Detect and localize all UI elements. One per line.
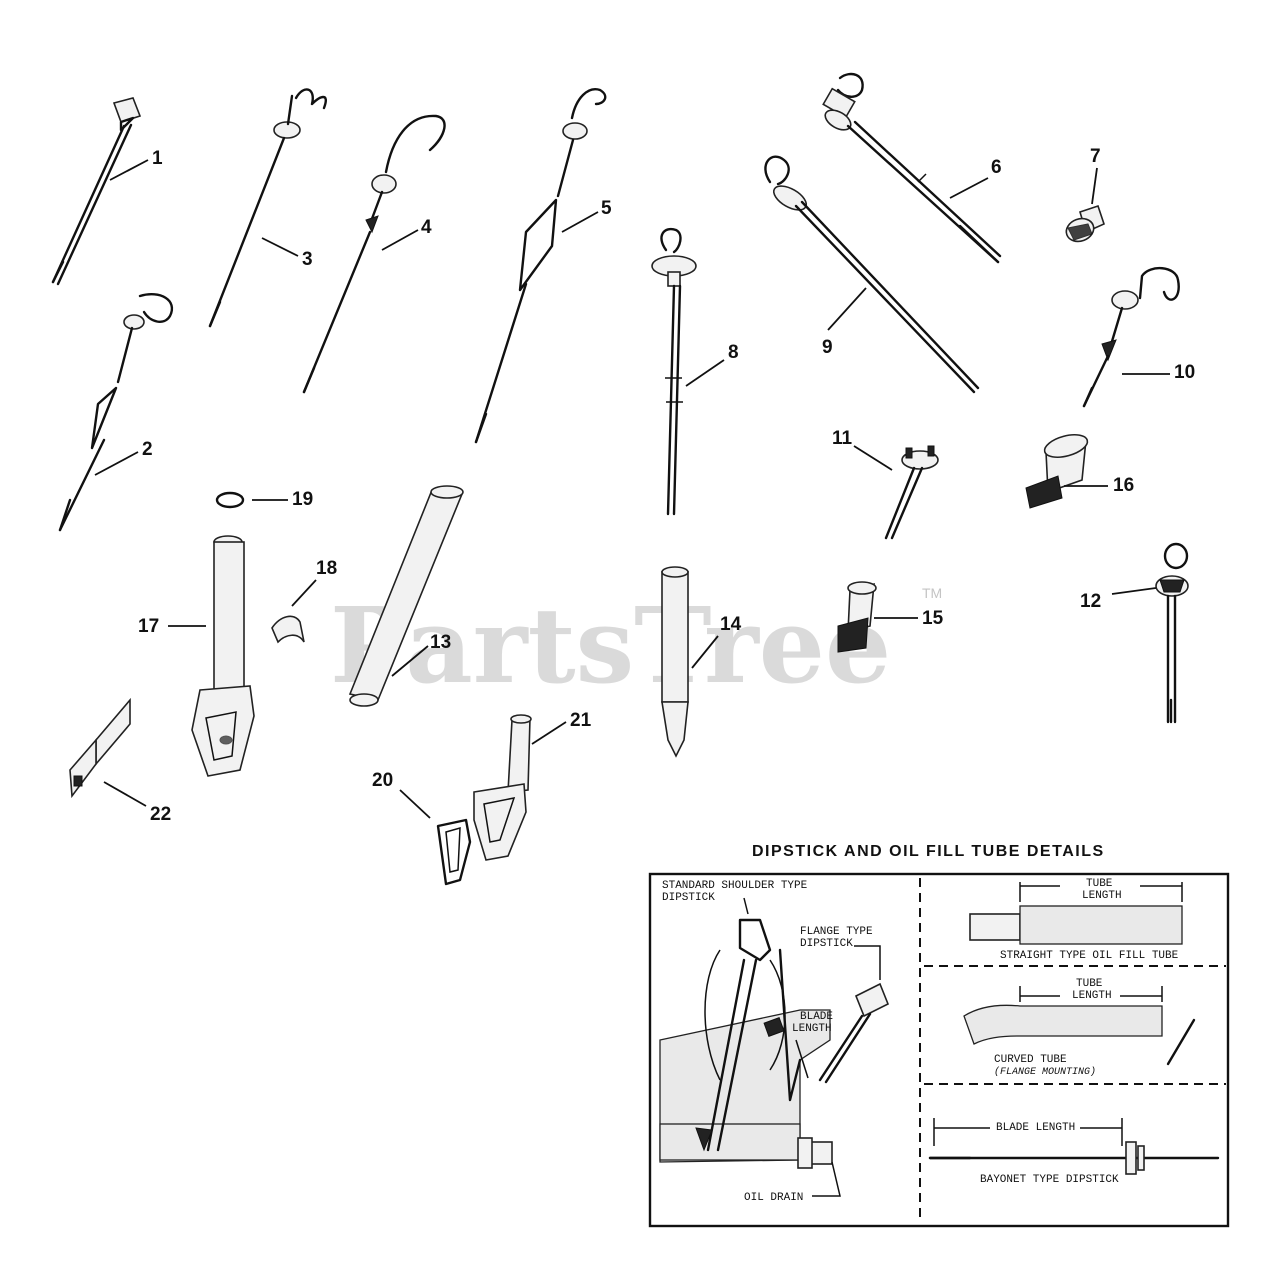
- curved-tube-label: CURVED TUBE: [994, 1054, 1067, 1066]
- callout-13: 13: [430, 632, 451, 653]
- oil-drain-label: OIL DRAIN: [744, 1192, 803, 1204]
- callout-4: 4: [421, 217, 432, 238]
- tube-length-2-label-a: TUBE: [1076, 978, 1103, 990]
- bayonet-dipstick-illustration: [928, 1118, 1220, 1175]
- blade-length-label-2: LENGTH: [792, 1023, 832, 1035]
- details-box: [648, 872, 1230, 1228]
- bayonet-dipstick-label: BAYONET TYPE DIPSTICK: [980, 1174, 1119, 1186]
- callout-5: 5: [601, 198, 612, 219]
- part-19-o-ring[interactable]: [215, 491, 245, 509]
- part-16-fill-cap[interactable]: [1025, 431, 1090, 509]
- callout-8: 8: [728, 342, 739, 363]
- tube-length-1-label-a: TUBE: [1086, 878, 1113, 890]
- callout-6: 6: [991, 157, 1002, 178]
- engine-section-illustration: [659, 918, 890, 1169]
- leader-11: [853, 445, 893, 471]
- callout-14: 14: [720, 614, 742, 635]
- part-8-dipstick[interactable]: [651, 227, 697, 516]
- part-13-oil-fill-tube[interactable]: [348, 485, 464, 707]
- leader-21: [531, 721, 567, 745]
- leader-4: [381, 229, 419, 251]
- part-9-dipstick[interactable]: [764, 155, 980, 394]
- tube-length-1-label-b: LENGTH: [1082, 890, 1122, 902]
- leader-13: [391, 645, 429, 677]
- callout-3: 3: [302, 249, 313, 270]
- oil-drain-leader: [812, 1161, 841, 1197]
- part-4-dipstick[interactable]: [302, 114, 446, 394]
- details-title: DIPSTICK AND OIL FILL TUBE DETAILS: [752, 843, 1105, 860]
- callout-20: 20: [372, 770, 393, 791]
- part-2-dipstick[interactable]: [58, 293, 174, 532]
- callout-7: 7: [1090, 146, 1101, 167]
- callout-11: 11: [832, 428, 853, 449]
- tube-length-2-label-b: LENGTH: [1072, 990, 1112, 1002]
- callout-9: 9: [822, 337, 833, 358]
- leader-1: [109, 159, 149, 181]
- curved-tube-illustration: [963, 986, 1196, 1066]
- callout-22: 22: [150, 804, 171, 825]
- part-21-curved-tube[interactable]: [473, 714, 532, 861]
- part-5-dipstick[interactable]: [474, 88, 607, 444]
- leader-7: [1091, 167, 1098, 205]
- leader-3: [261, 237, 299, 257]
- flange-dipstick-label-1: FLANGE TYPE: [800, 926, 873, 938]
- part-17-oil-fill-tube[interactable]: [191, 535, 255, 777]
- part-7-plug[interactable]: [1063, 204, 1105, 245]
- callout-10: 10: [1174, 362, 1195, 383]
- part-15-fill-cap[interactable]: [837, 581, 877, 653]
- leader-6: [949, 177, 989, 199]
- flange-dipstick-label-2: DIPSTICK: [800, 938, 853, 950]
- callout-1: 1: [152, 148, 163, 169]
- leader-5: [561, 211, 599, 233]
- blade-length-arrow: [795, 1039, 809, 1079]
- std-dipstick-leader: [743, 897, 749, 915]
- std-dipstick-label-1: STANDARD SHOULDER TYPE: [662, 880, 808, 892]
- part-11-dipstick[interactable]: [884, 445, 939, 540]
- callout-17: 17: [138, 616, 159, 637]
- callout-21: 21: [570, 710, 592, 731]
- straight-tube-illustration: [969, 882, 1183, 945]
- leader-20: [399, 789, 431, 819]
- flange-mounting-label: (FLANGE MOUNTING): [994, 1066, 1096, 1078]
- callout-2: 2: [142, 439, 153, 460]
- leader-12: [1111, 587, 1157, 595]
- leader-2: [94, 451, 139, 476]
- callout-19: 19: [292, 489, 313, 510]
- callout-15: 15: [922, 608, 944, 629]
- part-18-clip[interactable]: [271, 615, 305, 644]
- part-12-bayonet-dipstick[interactable]: [1155, 542, 1189, 724]
- part-1-dipstick[interactable]: [51, 97, 142, 286]
- leader-18: [291, 579, 317, 607]
- watermark: PartsTree: [330, 584, 891, 707]
- blade-length-label-1: BLADE: [800, 1011, 833, 1023]
- std-dipstick-label-2: DIPSTICK: [662, 892, 715, 904]
- part-10-dipstick[interactable]: [1082, 267, 1180, 408]
- part-6-dipstick[interactable]: [822, 72, 1002, 264]
- callout-12: 12: [1080, 591, 1101, 612]
- leader-22: [103, 781, 147, 807]
- part-14-oil-fill-tube[interactable]: [661, 566, 689, 758]
- callout-16: 16: [1113, 475, 1134, 496]
- part-22-bracket[interactable]: [69, 697, 131, 799]
- leader-14: [691, 635, 719, 669]
- callout-18: 18: [316, 558, 337, 579]
- flange-dipstick-leader: [854, 945, 881, 980]
- part-3-dipstick[interactable]: [208, 88, 327, 328]
- watermark-tm: TM: [922, 585, 942, 601]
- blade-length-detail-label: BLADE LENGTH: [996, 1122, 1075, 1134]
- leader-9: [827, 287, 867, 331]
- part-20-gasket[interactable]: [436, 818, 472, 886]
- leader-8: [685, 359, 725, 387]
- straight-tube-label: STRAIGHT TYPE OIL FILL TUBE: [1000, 950, 1179, 962]
